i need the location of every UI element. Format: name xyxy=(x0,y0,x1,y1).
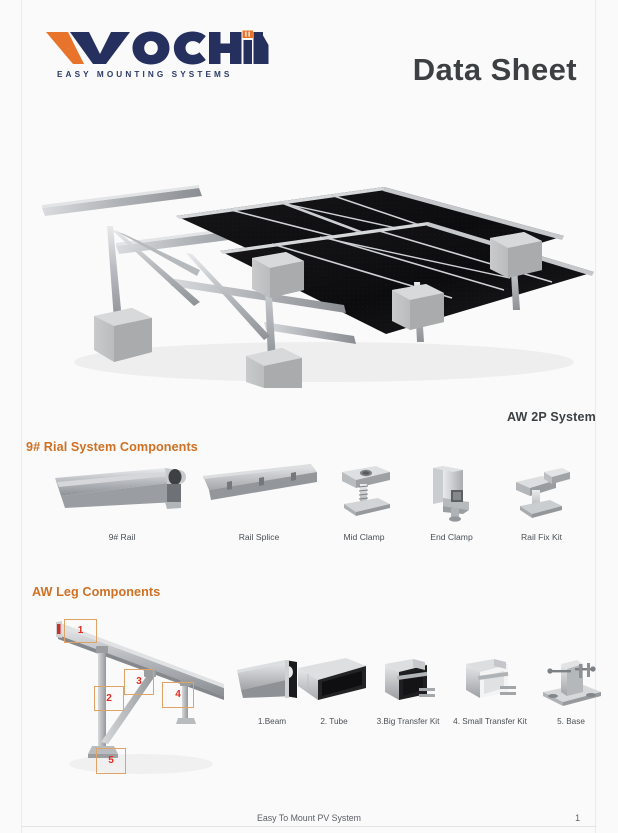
rail-profile-icon xyxy=(42,462,202,524)
beam-icon xyxy=(226,656,318,712)
component-card-beam: 1.Beam xyxy=(226,656,318,726)
component-card-big-transfer-kit: 3.Big Transfer Kit xyxy=(356,656,460,726)
component-label: End Clamp xyxy=(430,532,473,542)
page-title: Data Sheet xyxy=(412,52,577,87)
footer-divider xyxy=(22,826,596,827)
component-card-base: 5. Base xyxy=(526,656,616,726)
mid-clamp-icon xyxy=(309,462,419,524)
rail-splice-icon xyxy=(184,462,334,524)
section-heading-rail: 9# Rial System Components xyxy=(26,440,198,454)
leg-components-area: 1 2 3 4 5 xyxy=(24,608,601,788)
callout-2: 2 xyxy=(94,686,124,711)
wochin-logo-mark xyxy=(44,30,269,66)
component-card-mid-clamp: Mid Clamp xyxy=(309,462,419,542)
callout-4: 4 xyxy=(162,682,194,708)
footer-text: Easy To Mount PV System xyxy=(257,813,361,823)
small-transfer-kit-icon xyxy=(434,656,546,712)
hero-caption: AW 2P System xyxy=(506,410,596,424)
component-card-end-clamp: End Clamp xyxy=(399,462,504,542)
end-clamp-icon xyxy=(399,462,504,524)
component-label: 3.Big Transfer Kit xyxy=(376,717,440,726)
component-label: 2. Tube xyxy=(320,717,348,726)
big-transfer-kit-icon xyxy=(356,656,460,712)
component-label: 1.Beam xyxy=(257,717,287,726)
callout-5: 5 xyxy=(96,748,126,774)
page-edge-left xyxy=(21,0,22,833)
page-header: EASY MOUNTING SYSTEMS Data Sheet xyxy=(22,0,595,120)
tube-icon xyxy=(288,656,380,712)
component-card-rail-splice: Rail Splice xyxy=(184,462,334,542)
callout-3: 3 xyxy=(124,669,154,695)
section-heading-leg: AW Leg Components xyxy=(32,585,161,599)
callout-1: 1 xyxy=(64,619,97,643)
leg-assembly-diagram: 1 2 3 4 5 xyxy=(36,608,246,788)
footer-page-number: 1 xyxy=(575,813,580,823)
page-edge-right xyxy=(595,0,596,833)
wochin-logo: EASY MOUNTING SYSTEMS xyxy=(44,30,269,86)
component-card-rail-fix-kit: Rail Fix Kit xyxy=(489,462,594,542)
component-card-tube: 2. Tube xyxy=(288,656,380,726)
component-label: Rail Splice xyxy=(238,532,280,542)
hero-system-render xyxy=(24,130,594,388)
component-card-small-transfer-kit: 4. Small Transfer Kit xyxy=(434,656,546,726)
component-label: Mid Clamp xyxy=(343,532,385,542)
component-card-rail: 9# Rail xyxy=(42,462,202,542)
component-label: 5. Base xyxy=(557,717,585,726)
rail-fix-kit-icon xyxy=(489,462,594,524)
base-icon xyxy=(526,656,616,712)
component-label: Rail Fix Kit xyxy=(520,532,563,542)
leg-parts-strip: 1.Beam xyxy=(226,656,601,776)
logo-tagline: EASY MOUNTING SYSTEMS xyxy=(57,70,233,79)
rail-components-strip: 9# Rail xyxy=(24,462,594,562)
component-label: 4. Small Transfer Kit xyxy=(453,717,527,726)
component-label: 9# Rail xyxy=(108,532,136,542)
